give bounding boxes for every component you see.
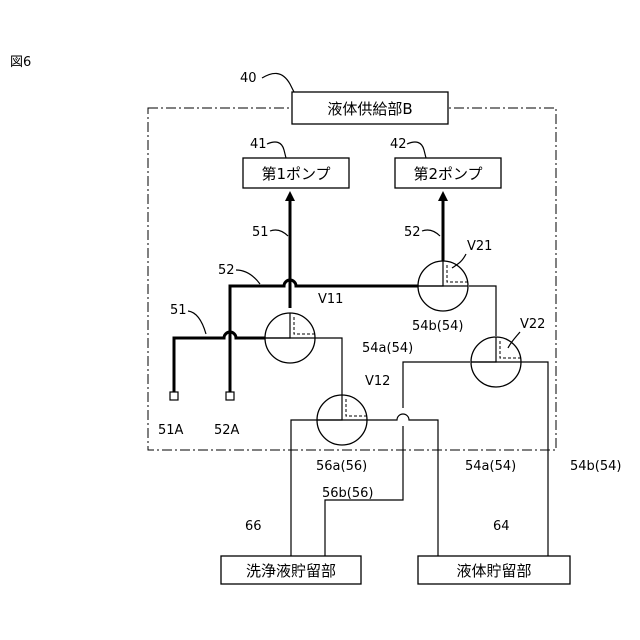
port-52a-label: 52A — [214, 423, 240, 438]
line-54b-lower-label: 54b(54) — [570, 459, 621, 474]
line-56a — [291, 420, 318, 556]
valve-v12-label: V12 — [365, 374, 390, 389]
line-51-left-leader — [188, 311, 206, 334]
port-52a — [226, 392, 234, 400]
valve-v22-label: V22 — [520, 317, 545, 332]
line-51-upper-leader — [270, 230, 288, 236]
line-56a-label: 56a(56) — [316, 459, 367, 474]
unit-ref-leader — [262, 73, 294, 92]
pump-1-ref: 41 — [250, 137, 267, 152]
line-51-left-label: 51 — [170, 303, 187, 318]
line-51-upper-label: 51 — [252, 225, 269, 240]
line-54a-v11-v12 — [316, 338, 342, 396]
line-54b-v21-label: 54b(54) — [412, 319, 463, 334]
pump-2-ref-leader — [407, 142, 426, 158]
line-52-upper-leader — [422, 230, 440, 236]
port-51a — [170, 392, 178, 400]
valve-v12 — [317, 395, 367, 445]
valve-v11 — [265, 313, 316, 363]
line-52-upper-label: 52 — [404, 225, 421, 240]
pump-1-ref-leader — [267, 142, 286, 158]
line-52-left-label: 52 — [218, 263, 235, 278]
line-51-lower — [174, 332, 266, 392]
valve-v22 — [471, 337, 521, 387]
line-52-left-leader — [236, 270, 260, 284]
line-56b-label: 56b(56) — [322, 486, 373, 501]
line-v22-left — [403, 362, 470, 408]
pump-1-name: 第1ポンプ — [261, 165, 330, 183]
unit-title: 液体供給部B — [327, 100, 412, 118]
line-54a-v11-label: 54a(54) — [362, 341, 413, 356]
tank-66-ref: 66 — [245, 519, 262, 534]
pump-2-name: 第2ポンプ — [413, 165, 482, 183]
figure-label: 図6 — [10, 55, 31, 70]
unit-ref-number: 40 — [240, 71, 257, 86]
line-54a-lower — [366, 414, 438, 556]
valve-v11-label: V11 — [318, 292, 343, 307]
pump-2-ref: 42 — [390, 137, 407, 152]
line-54a-lower-label: 54a(54) — [465, 459, 516, 474]
valve-v21 — [418, 261, 468, 311]
line-54b-v21-v22 — [469, 286, 496, 336]
port-51a-label: 51A — [158, 423, 184, 438]
line-54b-lower — [520, 362, 548, 556]
valve-v21-leader — [452, 254, 466, 268]
valve-v21-label: V21 — [467, 239, 492, 254]
tank-66-name: 洗浄液貯留部 — [246, 562, 336, 580]
tank-64-name: 液体貯留部 — [456, 562, 531, 580]
tank-64-ref: 64 — [493, 519, 510, 534]
